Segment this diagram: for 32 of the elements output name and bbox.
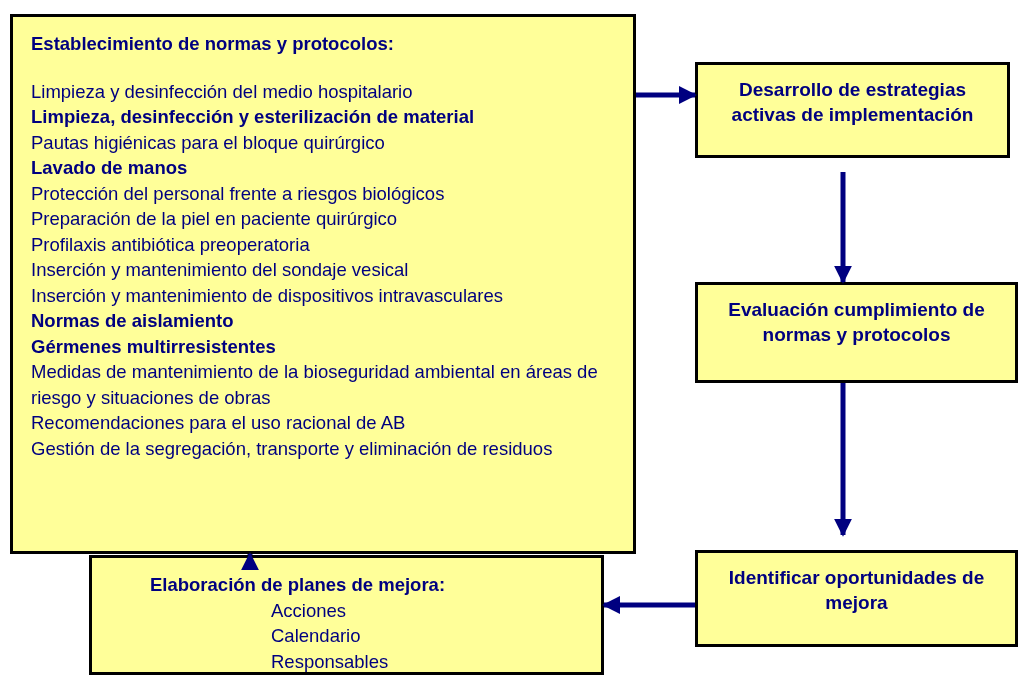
arrow [636,86,697,104]
box-text: Normas de aislamiento [31,309,234,333]
box-text: Medidas de mantenimiento de la bioseguridad ambiental en áreas de riesgo y situaciones de obras [31,360,599,410]
box-text: Preparación de la piel en paciente quirúrgico [31,207,398,231]
box-text: Desarrollo de estrategias activas de implementación [730,78,975,127]
box-text: Evaluación cumplimiento de normas y protocolos [727,298,986,347]
arrow [834,383,852,537]
process-box [695,550,1018,647]
box-text: Limpieza, desinfección y esterilización de material [31,105,475,129]
box-text: Pautas higiénicas para el bloque quirúrgico [31,130,385,155]
heading: Establecimiento de normas y protocolos: [31,32,394,56]
heading: Elaboración de planes de mejora: [149,573,446,597]
box-text: Lavado de manos [31,156,188,180]
list-item: Responsables [270,649,389,674]
box-text: Limpieza y desinfección del medio hospitalario [31,79,413,104]
arrow [834,172,852,284]
list-item: Acciones [270,598,347,623]
box-text: Identificar oportunidades de mejora [727,566,986,615]
process-box [10,14,636,554]
process-box [695,282,1018,383]
box-text: Profilaxis antibiótica preoperatoria [31,232,310,257]
box-text: Inserción y mantenimiento del sondaje vesical [31,258,409,282]
box-text: Inserción y mantenimiento de dispositivos intravasculares [31,283,503,308]
arrow [602,596,695,614]
box-text: Recomendaciones para el uso racional de AB [31,411,406,435]
list-item: Calendario [270,624,361,648]
box-text: Protección del personal frente a riesgos biológicos [31,181,445,206]
arrow [241,552,259,571]
box-text: Gestión de la segregación, transporte y eliminación de residuos [31,436,553,461]
process-box [89,555,604,675]
box-text: Gérmenes multirresistentes [31,334,276,359]
process-box [695,62,1010,158]
